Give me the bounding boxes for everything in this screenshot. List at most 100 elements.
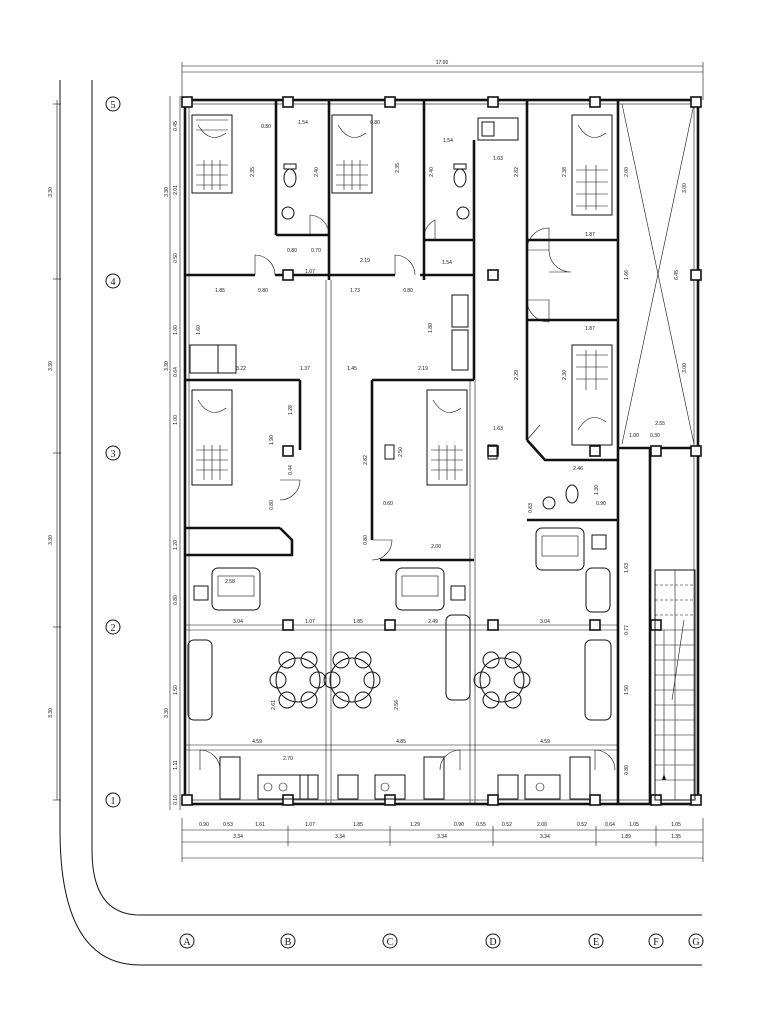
grid-bubble-row: 4 — [111, 277, 116, 288]
bottom-sub-dim: 0.52 — [502, 822, 512, 828]
left-dim: 0.80 — [173, 595, 179, 605]
bottom-bay-dim: 3.34 — [233, 834, 243, 840]
dim-label: 1.85 — [215, 288, 225, 294]
dim-label: 1.90 — [269, 435, 275, 445]
bottom-sub-dim: 1.29 — [410, 822, 420, 828]
dim-label: 1.60 — [196, 325, 202, 335]
left-dim: 1.20 — [173, 540, 179, 550]
dim-label: 2.40 — [314, 167, 320, 177]
dim-label: 2.82 — [514, 167, 520, 177]
grid-bubble-column: D — [489, 937, 496, 948]
grid-bubble-column: C — [387, 937, 394, 948]
dim-label: 2.50 — [398, 447, 404, 457]
dim-label: 2.19 — [360, 258, 370, 264]
interior-walls — [185, 100, 698, 804]
dim-label: 2.40 — [429, 167, 435, 177]
dim-label: 6.45 — [674, 270, 680, 280]
bottom-bay-dim: 1.35 — [671, 834, 681, 840]
dim-label: 2.35 — [250, 167, 256, 177]
bottom-sub-dim: 2.00 — [537, 822, 547, 828]
grid-bubble-row: 3 — [111, 449, 116, 460]
total-width-label: 17.00 — [436, 60, 449, 66]
site-boundary-outer — [59, 80, 702, 966]
fridge-icon — [569, 756, 591, 800]
dim-label: 1.73 — [350, 288, 360, 294]
dim-label: 2.82 — [363, 455, 369, 465]
dim-label: 2.00 — [624, 167, 630, 177]
sofa-icon — [445, 614, 471, 701]
bottom-bay-dim: 3.34 — [335, 834, 345, 840]
grid-bubble-column: F — [653, 937, 659, 948]
dim-label: 3.00 — [682, 183, 688, 193]
grid-bubble-column: G — [692, 937, 699, 948]
dim-label: 1.87 — [585, 326, 595, 332]
exterior-walls — [183, 98, 700, 806]
dim-label: 2.30 — [562, 370, 568, 380]
dim-label: 2.56 — [394, 700, 400, 710]
left-dimension-chain: 3.30 3.30 3.30 3.30 — [48, 100, 61, 801]
dim-label: 0.80 — [403, 288, 413, 294]
dim-label: 1.63 — [493, 156, 503, 162]
toilet-icon — [565, 484, 579, 504]
sink-icon — [337, 774, 359, 800]
lamp-table-icon — [450, 585, 466, 601]
door-swings — [199, 214, 616, 771]
dim-label: 2.35 — [395, 163, 401, 173]
bottom-sub-dim: 1.61 — [255, 822, 265, 828]
dim-label: 3.00 — [682, 363, 688, 373]
shaft-void — [621, 103, 695, 445]
left-building-dims: 0.45 3.30 2.01 0.50 1.00 0.64 3.30 1.00 … — [164, 96, 181, 810]
bottom-bay-dim: 3.34 — [540, 834, 550, 840]
bed-icon — [571, 114, 613, 216]
left-dim: 1.11 — [173, 760, 179, 770]
dim-label: 0.60 — [383, 501, 393, 507]
dim-label: 0.30 — [650, 433, 660, 439]
sink-icon — [524, 774, 561, 800]
dim-label: 3.04 — [233, 619, 243, 625]
dim-label: 2.55 — [655, 421, 665, 427]
dim-label: 1.54 — [443, 138, 453, 144]
dim-label: 1.85 — [353, 619, 363, 625]
dim-label: 1.07 — [305, 619, 315, 625]
dim-label: 0.77 — [624, 625, 630, 635]
dim-label: 1.66 — [624, 270, 630, 280]
dim-label: 1.87 — [585, 232, 595, 238]
dim-label: 2.38 — [562, 167, 568, 177]
dim-label: 0.80 — [363, 535, 369, 545]
dim-label: 1.80 — [428, 323, 434, 333]
bottom-sub-dim: 0.90 — [454, 822, 464, 828]
dim-label: 0.80 — [624, 765, 630, 775]
row-grid-bubbles: 5 4 3 2 1 — [105, 96, 121, 808]
left-dim: 0.64 — [173, 367, 179, 377]
stove-icon — [497, 774, 519, 800]
bottom-sub-dim: 1.05 — [671, 822, 681, 828]
dim-label: 4.85 — [396, 739, 406, 745]
bottom-bay-dim: 1.89 — [621, 834, 631, 840]
dim-label: 0.80 — [261, 124, 271, 130]
bottom-sub-dim: 0.90 — [199, 822, 209, 828]
bed-icon — [331, 114, 373, 194]
bed-icons — [191, 114, 613, 486]
dim-label: 1.63 — [624, 563, 630, 573]
left-dim: 1.50 — [173, 685, 179, 695]
stove-icon — [374, 774, 406, 800]
left-dim: 3.30 — [164, 187, 170, 197]
dim-label: 3.22 — [236, 366, 246, 372]
bed-icon — [426, 389, 468, 486]
dim-label: 0.80 — [370, 120, 380, 126]
bottom-sub-dim: 1.85 — [353, 822, 363, 828]
kitchen-fixtures — [189, 294, 591, 800]
service-shafts — [384, 444, 498, 460]
dim-label: 4.59 — [252, 739, 262, 745]
bottom-bay-dim: 3.34 — [437, 834, 447, 840]
bottom-sub-dim: 0.64 — [605, 822, 615, 828]
toilet-icon — [453, 168, 467, 188]
stove-icon — [189, 344, 219, 374]
left-dim: 3.30 — [164, 708, 170, 718]
dim-label: 2.49 — [428, 619, 438, 625]
bed-icon — [571, 344, 613, 446]
dining-sets — [269, 651, 531, 709]
fridge-icon — [219, 756, 241, 800]
bathroom-fixtures — [281, 117, 579, 510]
dim-label: 0.63 — [528, 503, 534, 513]
